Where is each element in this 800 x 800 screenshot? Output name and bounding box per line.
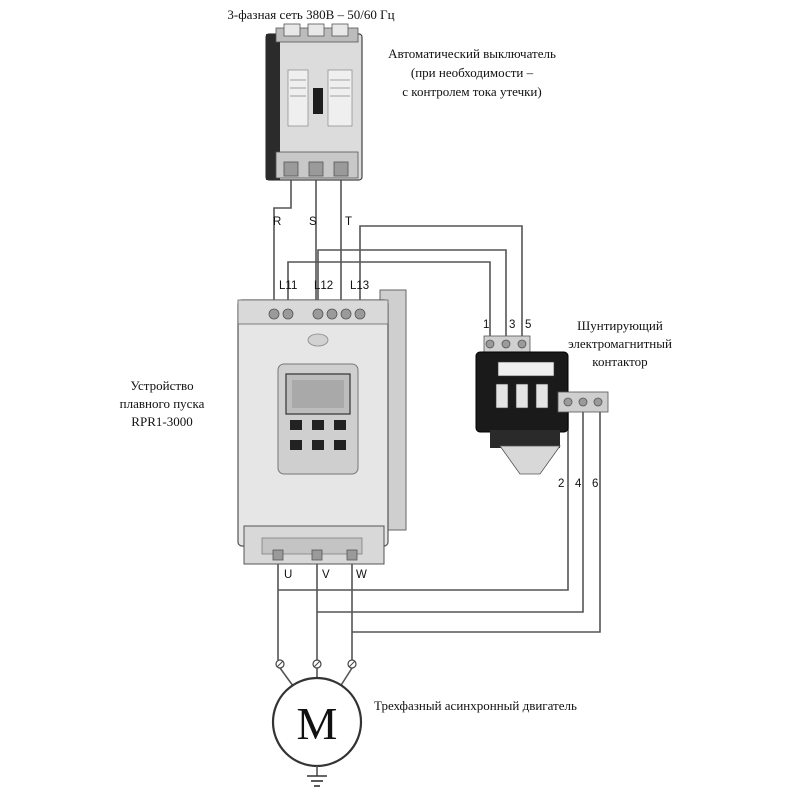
motor-label: Трехфазный асинхронный двигатель — [374, 698, 577, 713]
breaker-label-line2: (при необходимости – — [411, 65, 534, 80]
mains-label: 3-фазная сеть 380В – 50/60 Гц — [227, 7, 394, 22]
label-t: T — [345, 216, 352, 228]
device-labels: 3-фазная сеть 380В – 50/60 Гц Автоматиче… — [120, 7, 672, 713]
keypad — [290, 420, 346, 450]
motor-letter: M — [297, 698, 338, 749]
breaker-label-line3: с контролем тока утечки) — [402, 84, 541, 99]
label-v: V — [322, 569, 330, 581]
label-contactor-3: 3 — [509, 319, 515, 331]
wire-4-v — [317, 404, 584, 613]
contactor-label-line1: Шунтирующий — [577, 318, 663, 333]
contactor-label-line2: электромагнитный — [568, 336, 672, 351]
bypass-contactor — [475, 335, 609, 475]
breaker-label-line1: Автоматический выключатель — [388, 46, 556, 61]
label-l13: L13 — [350, 280, 369, 292]
starter-label-line3: RPR1-3000 — [131, 414, 192, 429]
label-contactor-2: 2 — [558, 478, 564, 490]
wire-6-w — [352, 402, 601, 633]
ground-icon — [307, 775, 327, 787]
wire-2-u — [278, 404, 569, 591]
starter-label-line2: плавного пуска — [120, 396, 205, 411]
wire-l12-3 — [317, 249, 507, 340]
label-r: R — [273, 216, 281, 228]
label-contactor-6: 6 — [592, 478, 598, 490]
label-contactor-1: 1 — [483, 319, 489, 331]
breaker-toggle — [313, 88, 323, 114]
label-contactor-5: 5 — [525, 319, 531, 331]
terminal-labels: R S T L11 L12 L13 U V W 1 3 5 2 4 6 — [273, 216, 598, 581]
contactor-label-line3: контактор — [592, 354, 647, 369]
starter-label-line1: Устройство — [130, 378, 193, 393]
wire-r — [273, 178, 292, 310]
wire-t — [340, 178, 346, 309]
wire-l13-5 — [359, 225, 523, 340]
label-u: U — [284, 569, 292, 581]
wire-l11-1 — [287, 261, 491, 340]
label-l12: L12 — [314, 280, 333, 292]
label-l11: L11 — [279, 280, 297, 292]
label-w: W — [356, 569, 367, 581]
label-s: S — [309, 216, 317, 228]
motor: M — [271, 659, 363, 787]
input-terminals — [268, 308, 366, 320]
wires — [273, 178, 601, 691]
soft-starter — [237, 289, 407, 565]
label-contactor-4: 4 — [575, 478, 582, 490]
circuit-breaker — [265, 23, 363, 181]
output-terminals — [261, 537, 363, 561]
